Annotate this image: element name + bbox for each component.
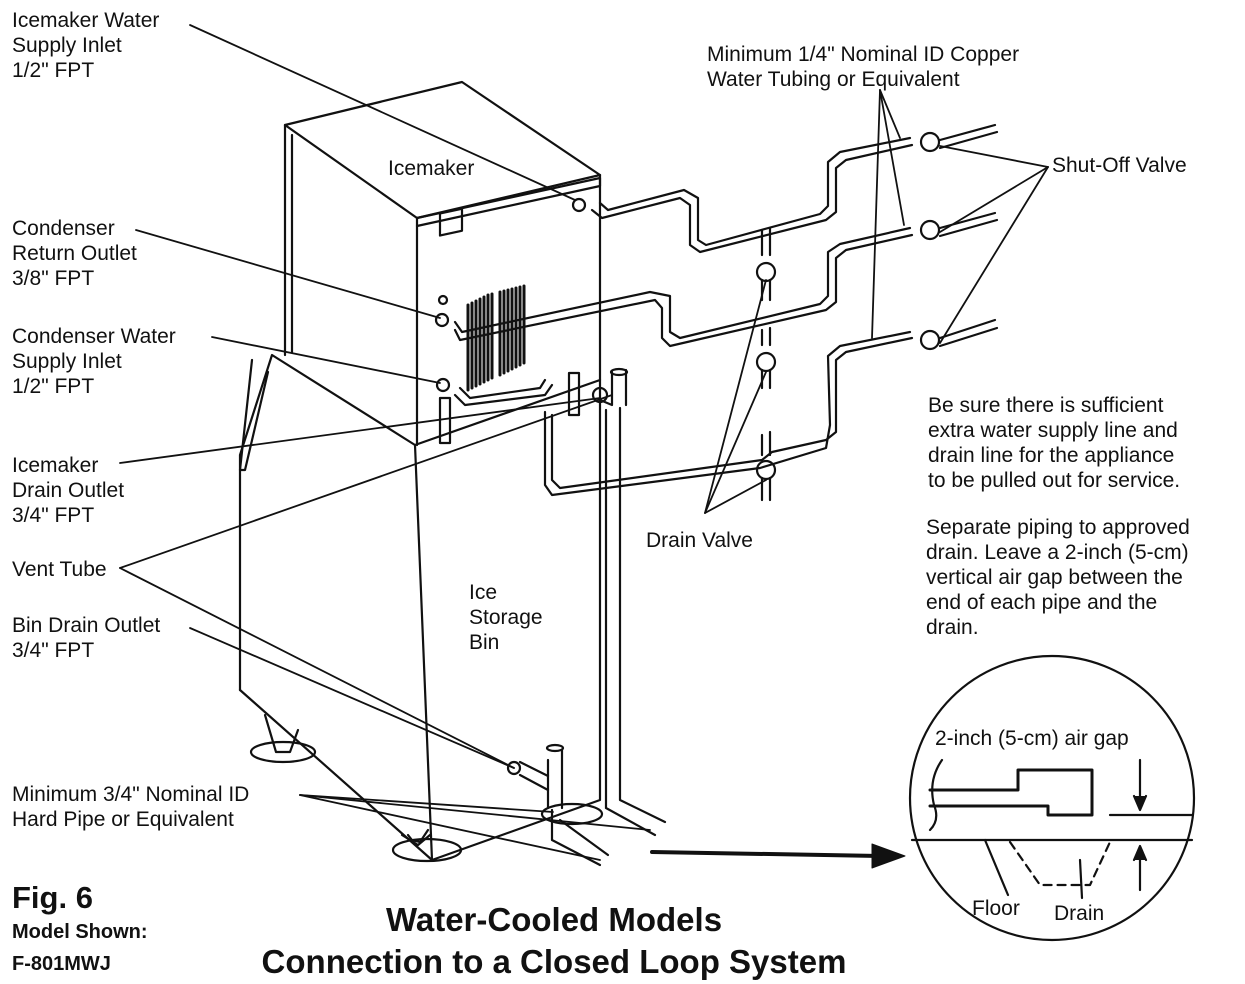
label-icemaker-drain: Icemaker Drain Outlet 3/4" FPT bbox=[12, 454, 125, 527]
label-drain-valve: Drain Valve bbox=[646, 529, 753, 552]
label-vent-tube: Vent Tube bbox=[12, 558, 107, 581]
figure-number: Fig. 6 bbox=[12, 880, 93, 915]
model-number: F-801MWJ bbox=[12, 953, 111, 975]
label-condenser-return: Condenser Return Outlet 3/8" FPT bbox=[12, 217, 137, 290]
label-copper-tubing: Minimum 1/4" Nominal ID Copper Water Tub… bbox=[707, 43, 1020, 91]
note-separate-piping: Separate piping to approved drain. Leave… bbox=[926, 516, 1190, 639]
title-line-2: Connection to a Closed Loop System bbox=[261, 943, 847, 980]
label-icemaker-water-inlet: Icemaker Water Supply Inlet 1/2" FPT bbox=[12, 9, 160, 82]
label-floor: Floor bbox=[972, 897, 1020, 920]
leader-lines bbox=[119, 24, 1049, 861]
note-extra-line: Be sure there is sufficient extra water … bbox=[928, 394, 1181, 492]
label-shutoff-valve: Shut-Off Valve bbox=[1052, 154, 1187, 177]
label-drain: Drain bbox=[1054, 902, 1105, 925]
label-ice-storage-bin: Ice Storage Bin bbox=[469, 581, 543, 654]
label-bin-drain: Bin Drain Outlet 3/4" FPT bbox=[12, 614, 161, 662]
label-air-gap: 2-inch (5-cm) air gap bbox=[935, 727, 1129, 750]
ice-storage-bin bbox=[238, 353, 604, 863]
label-icemaker: Icemaker bbox=[388, 157, 475, 180]
icemaker-unit bbox=[283, 80, 609, 776]
title-line-1: Water-Cooled Models bbox=[385, 901, 723, 938]
label-hard-pipe: Minimum 3/4" Nominal ID Hard Pipe or Equ… bbox=[12, 783, 250, 831]
model-shown-label: Model Shown: bbox=[12, 921, 148, 943]
air-gap-detail bbox=[908, 654, 1196, 942]
callout-arrow bbox=[650, 850, 882, 858]
copper-tubing bbox=[453, 123, 999, 502]
label-condenser-supply: Condenser Water Supply Inlet 1/2" FPT bbox=[12, 325, 176, 398]
